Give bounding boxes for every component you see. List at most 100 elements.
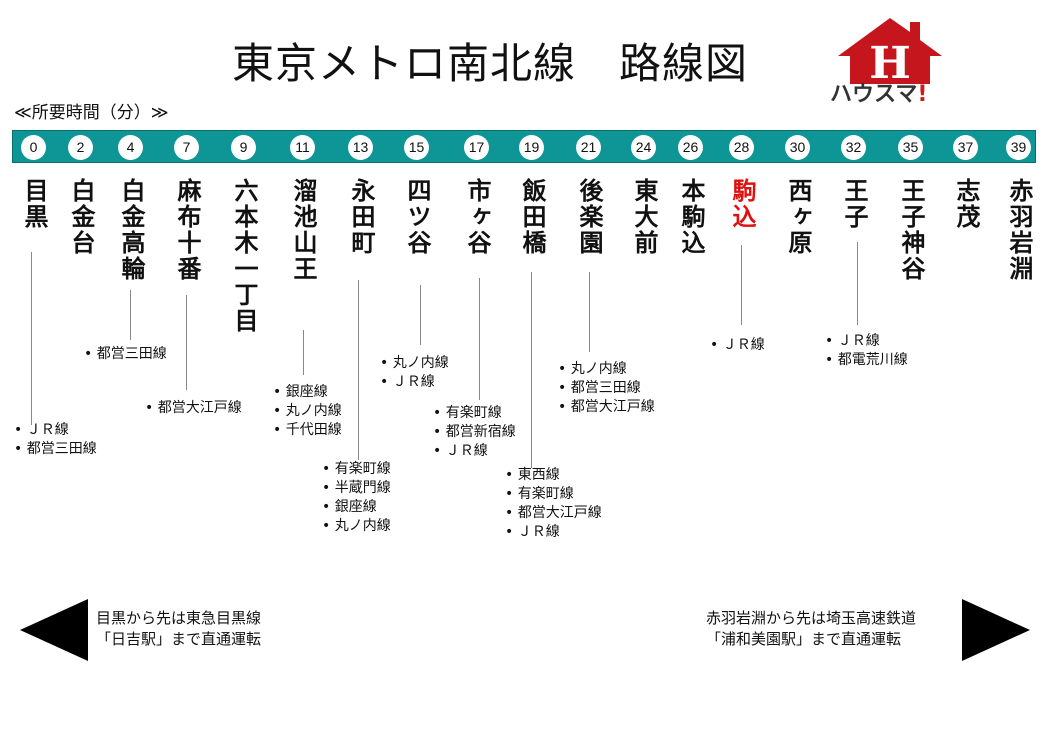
minutes-badge: 26 [678,135,703,160]
bullet-icon: • [825,352,838,368]
transfer-list: • ＪＲ線 [710,336,765,355]
connector-line [420,285,421,345]
transfer-line: 千代田線 [285,422,342,438]
station-name[interactable]: 王子神谷 [897,178,925,282]
connector-line [303,330,304,375]
minutes-badge: 9 [231,135,256,160]
svg-text:H: H [869,38,911,89]
bullet-icon: • [14,422,27,438]
transfer-line: 都電荒川線 [837,352,908,368]
bullet-icon: • [14,441,27,457]
legend-travel-time: ≪所要時間（分）≫ [14,103,169,123]
bullet-icon: • [558,399,571,415]
bullet-icon: • [433,443,446,459]
bullet-icon: • [710,337,723,353]
transfer-list: • 丸ノ内線• 都営三田線• 都営大江戸線 [558,360,655,417]
connector-line [741,245,742,325]
transfer-line: ＪＲ線 [392,374,435,390]
transfer-line: 半蔵門線 [334,480,391,496]
logo-text: ハウスマ! [830,82,928,107]
bullet-icon: • [273,403,286,419]
hausuma-logo: H [838,18,942,89]
station-name[interactable]: 王子 [840,178,868,230]
connector-line [130,290,131,340]
minutes-badge: 15 [404,135,429,160]
bullet-icon: • [433,405,446,421]
bullet-icon: • [145,400,158,416]
bullet-icon: • [84,346,97,362]
connector-line [358,280,359,460]
transfer-line: 都営三田線 [570,380,641,396]
transfer-line: 都営三田線 [26,441,97,457]
minutes-badge: 39 [1006,135,1031,160]
note-left: 目黒から先は東急目黒線「日吉駅」まで直通運転 [96,609,262,648]
transfer-line: 銀座線 [285,384,328,400]
transfer-line: 都営大江戸線 [157,400,242,416]
bullet-icon: • [322,480,335,496]
bullet-icon: • [322,499,335,515]
station-name[interactable]: 西ヶ原 [784,178,812,256]
station-name[interactable]: 溜池山王 [289,178,317,282]
transfer-list: • 都営大江戸線 [145,399,242,418]
station-name[interactable]: 六本木一丁目 [230,178,258,334]
minutes-badge: 4 [118,135,143,160]
left-arrow-icon [20,599,88,661]
connector-line [589,272,590,352]
connector-line [479,278,480,400]
station-name[interactable]: 白金台 [67,178,95,256]
station-name[interactable]: 目黒 [20,178,48,230]
bullet-icon: • [322,518,335,534]
transfer-list: • 有楽町線• 都営新宿線• ＪＲ線 [433,404,516,461]
bullet-icon: • [505,486,518,502]
note-right: 赤羽岩淵から先は埼玉高速鉄道「浦和美園駅」まで直通運転 [706,609,917,648]
transfer-line: 都営大江戸線 [517,505,602,521]
minutes-badge: 13 [348,135,373,160]
bullet-icon: • [322,461,335,477]
station-name[interactable]: 赤羽岩淵 [1005,178,1033,282]
bullet-icon: • [380,355,393,371]
transfer-line: 丸ノ内線 [334,518,391,534]
transfer-list: • 有楽町線• 半蔵門線• 銀座線• 丸ノ内線 [322,460,391,536]
minutes-badge: 24 [631,135,656,160]
bullet-icon: • [273,384,286,400]
station-name[interactable]: 市ヶ谷 [463,178,491,256]
transfer-line: ＪＲ線 [445,443,488,459]
minutes-badge: 17 [464,135,489,160]
station-name[interactable]: 四ツ谷 [403,178,431,256]
minutes-badge: 28 [729,135,754,160]
station-name[interactable]: 本駒込 [677,178,705,256]
minutes-badge: 0 [21,135,46,160]
minutes-badge: 30 [785,135,810,160]
transfer-list: • 銀座線• 丸ノ内線• 千代田線 [273,383,342,440]
bullet-icon: • [505,524,518,540]
transfer-line: 有楽町線 [445,405,502,421]
bullet-icon: • [505,505,518,521]
minutes-badge: 7 [174,135,199,160]
station-name[interactable]: 志茂 [952,178,980,230]
bullet-icon: • [433,424,446,440]
minutes-badge: 37 [953,135,978,160]
station-name[interactable]: 白金高輪 [117,178,145,282]
minutes-badge: 11 [290,135,315,160]
bullet-icon: • [558,380,571,396]
bullet-icon: • [505,467,518,483]
station-name[interactable]: 後楽園 [575,178,603,256]
station-name[interactable]: 東大前 [630,178,658,256]
station-name[interactable]: 永田町 [347,178,375,256]
minutes-badge: 19 [519,135,544,160]
connector-line [531,272,532,468]
transfer-list: • 都営三田線 [84,345,167,364]
minutes-badge: 2 [68,135,93,160]
transfer-line: ＪＲ線 [517,524,560,540]
transfer-line: ＪＲ線 [26,422,69,438]
transfer-line: 都営新宿線 [445,424,516,440]
connector-line [186,295,187,390]
transfer-line: 東西線 [517,467,560,483]
minutes-badge: 32 [841,135,866,160]
transfer-list: • 東西線• 有楽町線• 都営大江戸線• ＪＲ線 [505,466,602,542]
station-name[interactable]: 飯田橋 [518,178,546,256]
station-name[interactable]: 麻布十番 [173,178,201,282]
transfer-list: • ＪＲ線• 都営三田線 [14,421,97,459]
transfer-line: 丸ノ内線 [570,361,627,377]
station-name[interactable]: 駒込 [728,178,756,230]
